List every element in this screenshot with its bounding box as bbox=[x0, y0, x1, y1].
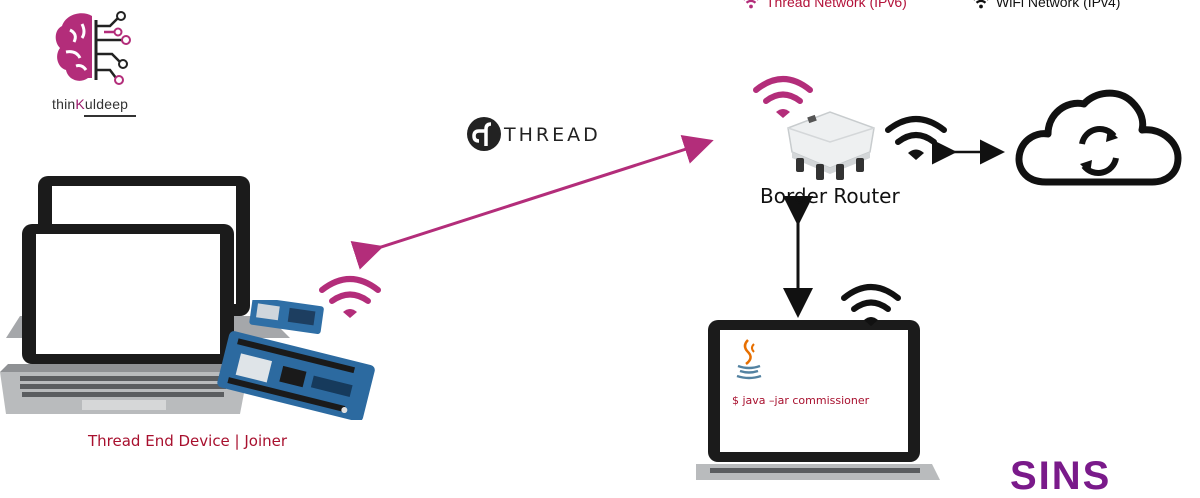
wifi-icon bbox=[319, 276, 381, 318]
logo-text-suffix: uldeep bbox=[84, 96, 129, 112]
cloud-sync-icon bbox=[1015, 89, 1182, 186]
end-device-label: Thread End Device | Joiner bbox=[88, 432, 288, 450]
wifi-icon bbox=[743, 0, 759, 9]
connection-arrows bbox=[350, 135, 1005, 318]
dev-board-icon bbox=[217, 300, 375, 420]
laptop-icon bbox=[0, 224, 248, 414]
legend-wifi-label: WiFi Network (IPv4) bbox=[996, 0, 1121, 10]
wifi-icon bbox=[753, 76, 813, 118]
wifi-icon bbox=[973, 0, 989, 9]
legend-thread-label: Thread Network (IPv6) bbox=[766, 0, 907, 10]
logo-text-prefix: thin bbox=[52, 96, 76, 112]
java-icon bbox=[736, 339, 762, 380]
router-icon bbox=[787, 111, 875, 180]
wifi-icon bbox=[885, 116, 947, 160]
logo-text-k: K bbox=[75, 96, 85, 112]
legend-wifi-network: WiFi Network (IPv4) bbox=[972, 0, 1120, 10]
brain-circuit-icon bbox=[55, 11, 131, 85]
logo-underline bbox=[84, 115, 136, 117]
legend-thread-network: Thread Network (IPv6) bbox=[742, 0, 907, 10]
commissioner-command: $ java –jar commissioner bbox=[732, 394, 870, 407]
logo-text: thinKuldeep bbox=[52, 96, 128, 112]
corner-logo-text: SINS bbox=[1010, 454, 1112, 498]
thread-link-arrow bbox=[350, 135, 714, 270]
wifi-icon bbox=[841, 284, 901, 326]
border-router-label: Border Router bbox=[760, 184, 900, 208]
laptop-icon bbox=[696, 320, 940, 480]
